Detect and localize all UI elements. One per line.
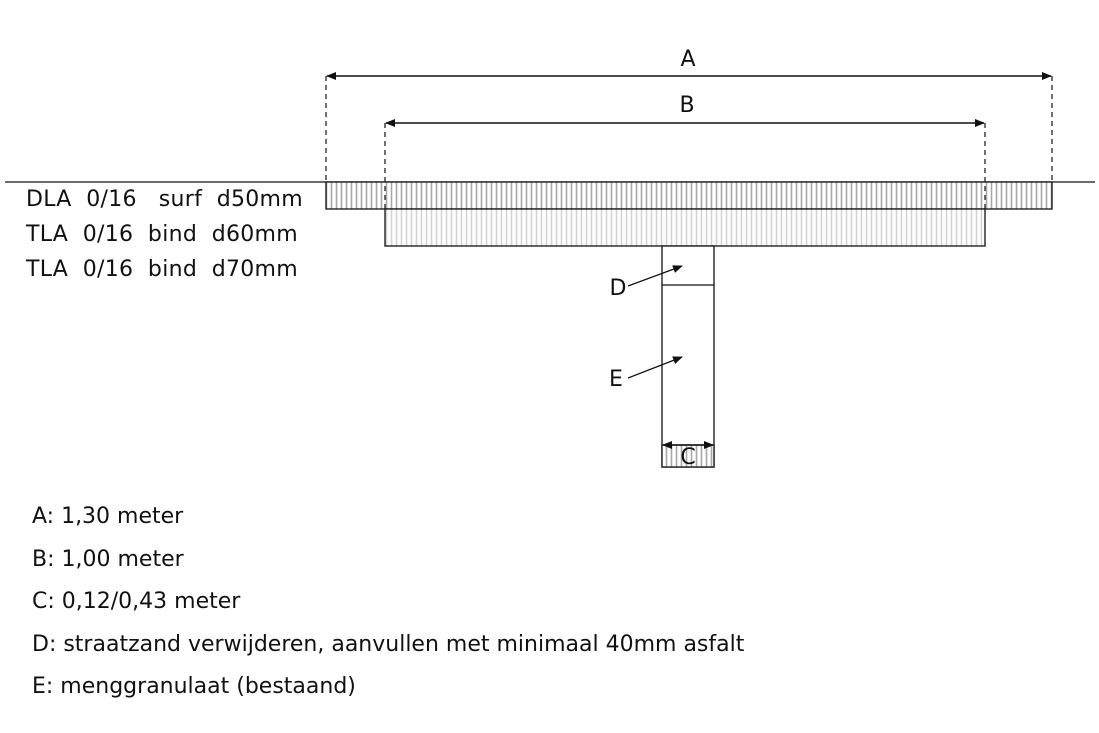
trench-box: [661, 245, 715, 468]
bind-layer: [384, 208, 986, 247]
surface-layer: [325, 181, 1053, 210]
pointer-d-arrow: [627, 265, 683, 287]
layer-label-surf: DLA 0/16 surf d50mm: [26, 187, 304, 212]
dim-c-label: C: [680, 445, 695, 470]
dim-b-label: B: [679, 93, 694, 118]
layer-label-bind-70: TLA 0/16 bind d70mm: [26, 257, 299, 282]
legend-item-d: D: straatzand verwijderen, aanvullen met…: [32, 631, 745, 657]
layer-label-bind-60: TLA 0/16 bind d60mm: [26, 222, 299, 247]
legend-item-e: E: menggranulaat (bestaand): [32, 674, 356, 699]
pointer-e-label: E: [609, 367, 623, 392]
legend-item-b: B: 1,00 meter: [32, 546, 184, 572]
legend: A: 1,30 meter B: 1,00 meter C: 0,12/0,43…: [32, 500, 744, 713]
legend-item-c: C: 0,12/0,43 meter: [32, 589, 241, 614]
pointer-d-label: D: [610, 276, 627, 301]
pointer-e-arrow: [627, 356, 683, 379]
layer-labels: DLA 0/16 surf d50mm TLA 0/16 bind d60mm …: [26, 182, 303, 287]
dim-a-label: A: [680, 47, 695, 72]
legend-item-a: A: 1,30 meter: [32, 504, 184, 529]
